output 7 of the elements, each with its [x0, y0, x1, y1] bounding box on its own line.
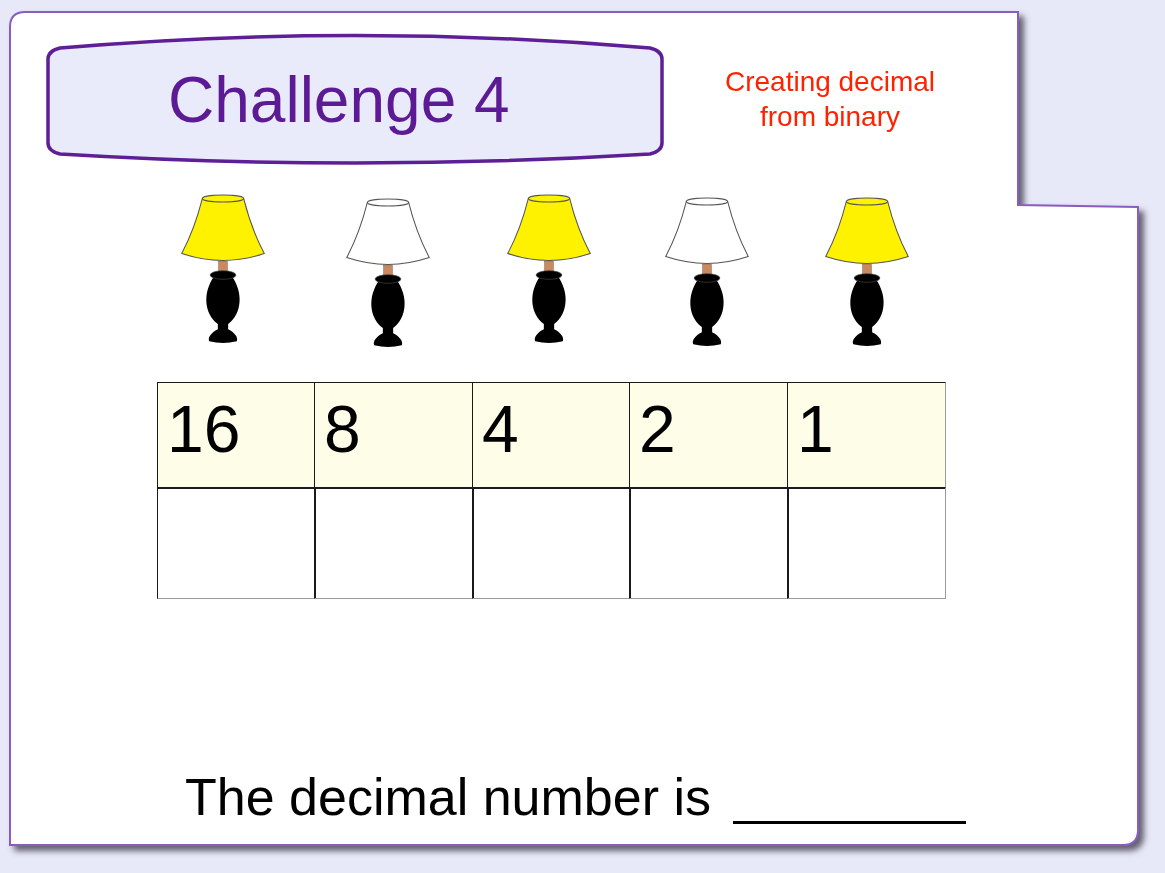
place-value: 1: [797, 396, 834, 462]
sentence-text: The decimal number is: [185, 771, 711, 823]
place-value: 2: [639, 396, 676, 462]
place-value: 4: [482, 396, 519, 462]
place-value: 16: [167, 396, 241, 462]
subtitle-text: Creating decimal from binary: [723, 65, 937, 134]
place-value: 8: [324, 396, 361, 462]
